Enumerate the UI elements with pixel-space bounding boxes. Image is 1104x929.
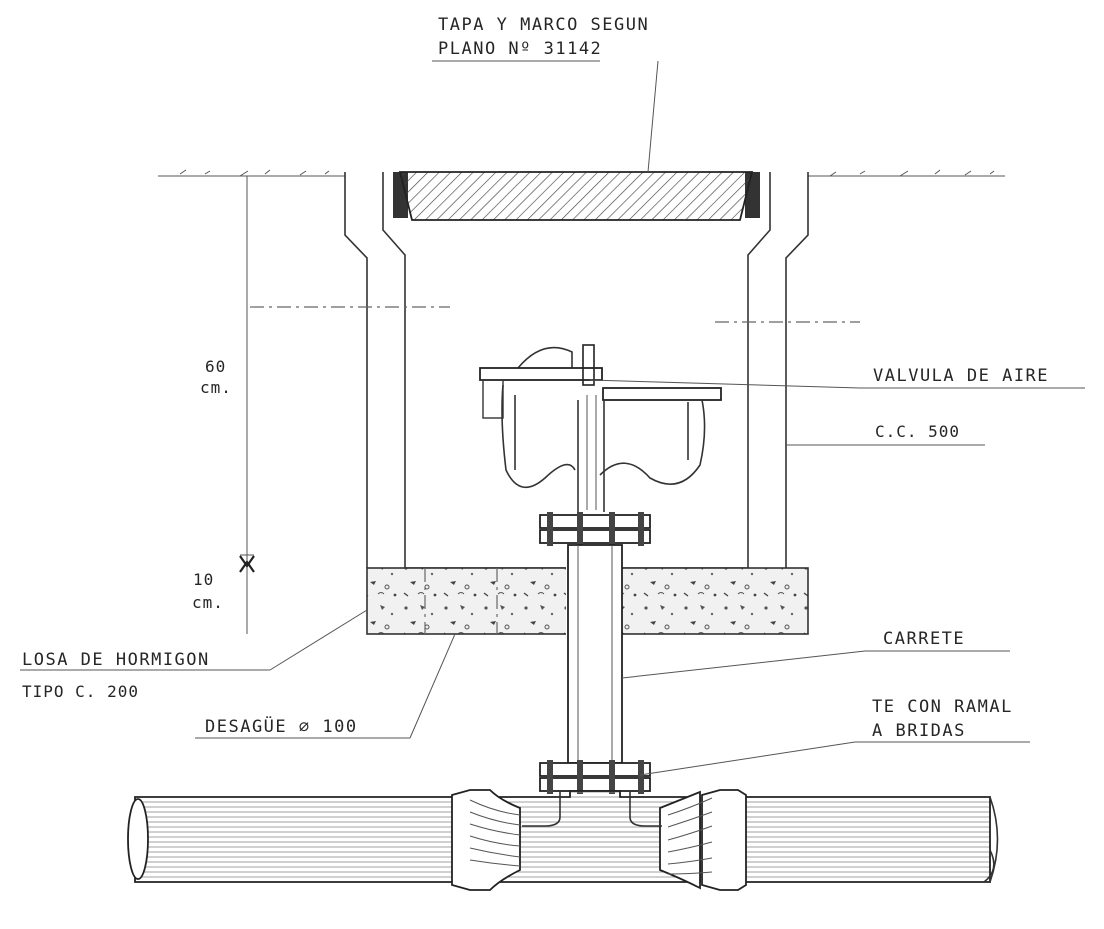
chamber-label: C.C. 500 [875, 422, 960, 441]
leader-lines [20, 60, 1085, 776]
main-pipe [127, 789, 999, 891]
dim-60-unit: cm. [200, 378, 232, 397]
air-valve-label: VALVULA DE AIRE [873, 366, 1049, 386]
drain-label: DESAGÜE ⌀ 100 [205, 715, 358, 737]
cover-label-line1: TAPA Y MARCO SEGUN [438, 15, 649, 35]
slab-label-line1: LOSA DE HORMIGON [22, 650, 210, 670]
cover-label-line2: PLANO Nº 31142 [438, 39, 602, 59]
tee-label-line2: A BRIDAS [872, 721, 966, 741]
air-valve [479, 344, 722, 512]
drawing-labels: TAPA Y MARCO SEGUN PLANO Nº 31142 VALVUL… [22, 15, 1049, 741]
spool-pipe [567, 544, 623, 764]
tee-label-line1: TE CON RAMAL [872, 697, 1013, 717]
manhole-cover [393, 171, 760, 221]
chamber-walls [250, 172, 860, 569]
lower-flange [539, 760, 651, 794]
dim-60-value: 60 [205, 357, 226, 376]
dimension-lines [239, 176, 255, 634]
spool-label: CARRETE [883, 629, 965, 649]
ground-surface [158, 169, 1005, 177]
dim-10-value: 10 [193, 570, 214, 589]
dim-10-unit: cm. [192, 593, 224, 612]
slab-label-line2: TIPO C. 200 [22, 682, 139, 701]
upper-flange [539, 512, 651, 546]
